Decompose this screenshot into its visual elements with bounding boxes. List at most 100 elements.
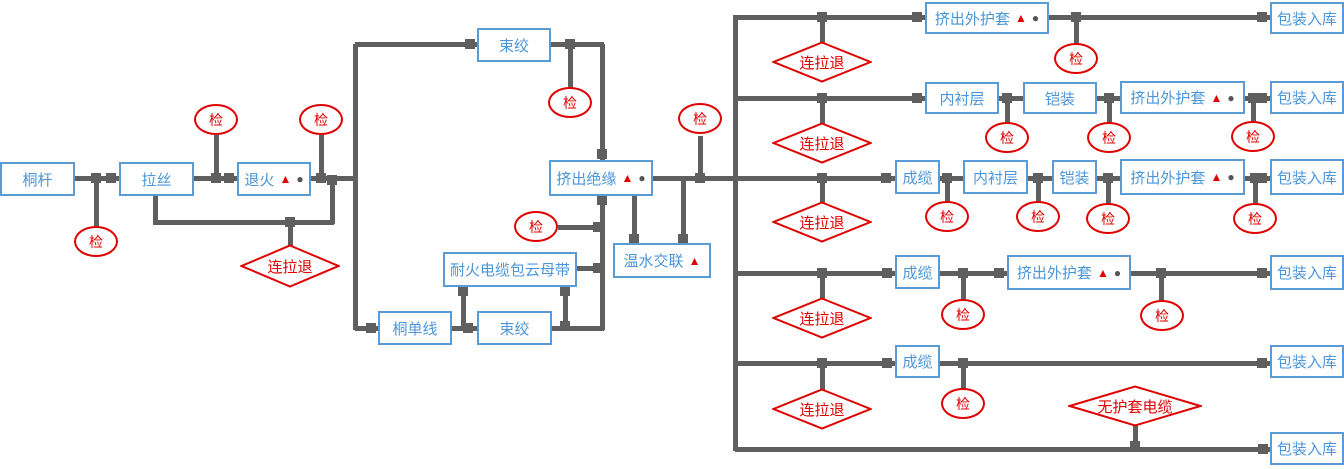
inspection-label: 检	[1031, 208, 1045, 225]
triangle-marker-icon: ▲	[1210, 170, 1223, 184]
flow-line	[735, 15, 925, 20]
flow-line	[558, 225, 602, 230]
flow-line	[1253, 178, 1258, 206]
flow-line	[653, 176, 895, 181]
connector-dot	[1257, 358, 1267, 368]
decision-label: 连拉退	[799, 54, 845, 72]
inspection-label: 检	[956, 395, 970, 412]
process-box: 桐杆	[0, 162, 75, 196]
process-box: 包装入库	[1270, 432, 1344, 465]
triangle-marker-icon: ▲	[1014, 11, 1027, 25]
connector-dot	[629, 234, 639, 244]
flow-line	[961, 273, 966, 302]
connector-dot	[1258, 444, 1268, 454]
circle-marker-icon: ●	[1227, 170, 1235, 184]
connector-dot	[1033, 173, 1043, 183]
connector-dot	[912, 93, 922, 103]
process-box-label: 桐杆	[22, 171, 53, 189]
flow-line	[551, 42, 604, 47]
process-box: 挤出外护套▲●	[1120, 81, 1245, 114]
connector-dot	[881, 173, 891, 183]
flow-line	[355, 42, 477, 47]
decision-diamond: 连拉退	[772, 122, 872, 164]
triangle-marker-icon: ▲	[1096, 265, 1109, 280]
connector-dot	[597, 149, 607, 159]
flow-line	[153, 220, 334, 225]
connector-dot	[560, 321, 570, 331]
inspection-ellipse: 检	[1233, 203, 1277, 234]
flow-line	[577, 266, 604, 271]
inspection-label: 检	[940, 208, 954, 225]
process-box: 束绞	[477, 311, 552, 345]
inspection-ellipse: 检	[941, 299, 985, 330]
circle-marker-icon: ●	[1113, 265, 1122, 280]
inspection-label: 检	[1101, 210, 1115, 227]
decision-label: 连拉退	[799, 214, 845, 232]
process-box: 铠装	[1052, 160, 1097, 194]
connector-dot	[994, 268, 1004, 278]
flow-line	[600, 194, 605, 330]
flow-line	[820, 98, 825, 124]
connector-dot	[593, 222, 603, 232]
process-box: 包装入库	[1270, 255, 1344, 290]
connector-dot	[817, 173, 827, 183]
flow-line	[214, 135, 219, 178]
flow-line	[353, 44, 358, 330]
flow-line	[1106, 178, 1111, 206]
process-box: 耐火电缆包云母带	[443, 252, 577, 287]
flow-line	[820, 363, 825, 390]
flow-line	[600, 44, 605, 162]
flow-line	[568, 44, 573, 89]
process-box-label: 铠装	[1044, 90, 1075, 108]
connector-dot	[285, 217, 295, 227]
decision-label: 无护套电缆	[1097, 398, 1173, 416]
process-box-label: 拉丝	[141, 171, 172, 189]
circle-marker-icon: ●	[638, 171, 646, 185]
connector-dot	[1257, 268, 1267, 278]
inspection-ellipse: 检	[514, 211, 558, 242]
process-box-label: 包装入库	[1276, 90, 1337, 107]
process-box: 束绞	[477, 28, 551, 62]
connector-dot	[366, 323, 376, 333]
decision-diamond: 连拉退	[772, 201, 872, 243]
process-box-label: 桐单线	[392, 320, 438, 338]
process-box: 挤出外护套▲●	[925, 2, 1049, 34]
connector-dot	[695, 173, 705, 183]
connector-dot	[1257, 93, 1267, 103]
connector-dot	[560, 286, 570, 296]
process-box: 包装入库	[1270, 81, 1344, 114]
triangle-marker-icon: ▲	[1210, 90, 1223, 105]
connector-dot	[958, 358, 968, 368]
flow-line	[940, 361, 1270, 366]
connector-dot	[458, 286, 468, 296]
inspection-ellipse: 检	[678, 103, 722, 134]
inspection-ellipse: 检	[925, 201, 969, 232]
decision-label: 连拉退	[799, 401, 845, 419]
inspection-ellipse: 检	[1054, 43, 1098, 74]
flow-line	[288, 222, 293, 246]
inspection-label: 检	[209, 111, 223, 128]
connector-dot	[882, 358, 892, 368]
connector-dot	[958, 268, 968, 278]
connector-dot	[1248, 93, 1258, 103]
flow-line	[961, 363, 966, 391]
connector-dot	[817, 268, 827, 278]
connector-dot	[463, 323, 473, 333]
inspection-ellipse: 检	[985, 122, 1029, 153]
decision-diamond: 连拉退	[772, 297, 872, 339]
inspection-ellipse: 检	[74, 226, 118, 257]
process-box: 成缆	[895, 160, 940, 194]
process-box: 铠装	[1023, 82, 1097, 114]
flow-line	[735, 447, 1270, 452]
inspection-label: 检	[563, 94, 577, 111]
triangle-marker-icon: ▲	[688, 253, 701, 268]
connector-dot	[106, 173, 116, 183]
circle-marker-icon: ●	[1227, 90, 1235, 105]
decision-diamond: 连拉退	[772, 388, 872, 430]
process-box-label: 成缆	[902, 354, 933, 371]
process-box-label: 耐火电缆包云母带	[449, 262, 570, 279]
connector-dot	[678, 234, 688, 244]
connector-dot	[942, 173, 952, 183]
inspection-label: 检	[956, 306, 970, 323]
